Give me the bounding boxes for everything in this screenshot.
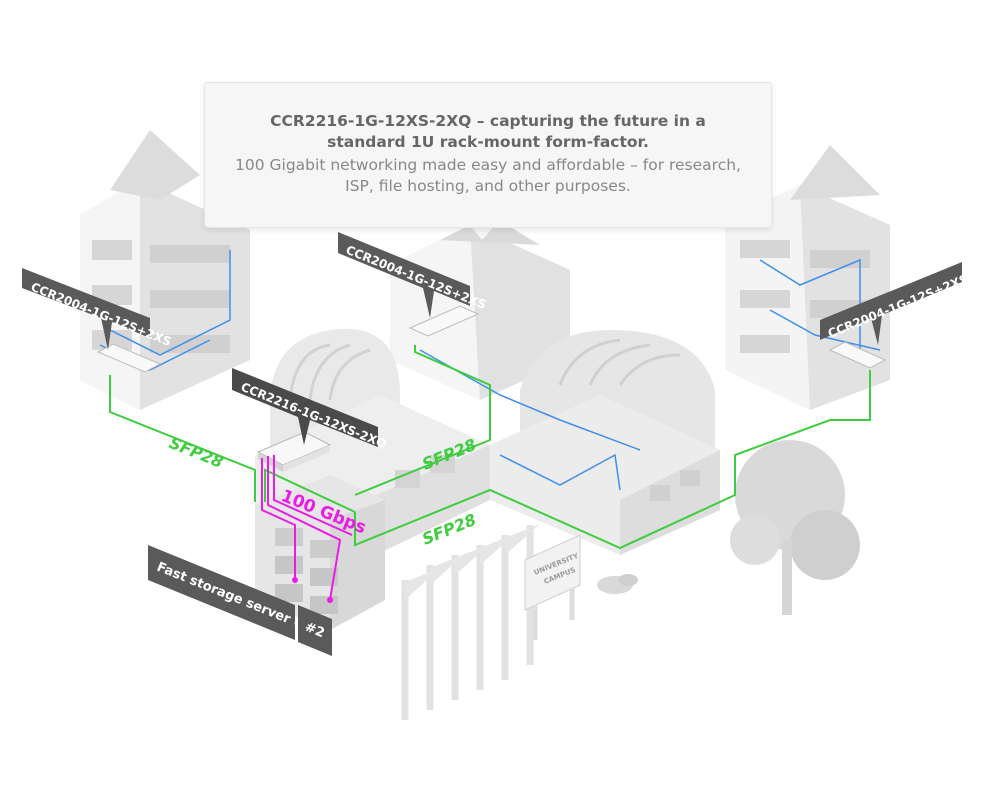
- info-title: CCR2216-1G-12XS-2XQ – capturing the futu…: [270, 112, 706, 151]
- sfp28-label-left: SFP28: [167, 433, 226, 472]
- sfp28-links: [109, 345, 871, 550]
- right-building: [725, 145, 890, 410]
- info-subtitle: 100 Gigabit networking made easy and aff…: [235, 156, 741, 195]
- info-callout: CCR2216-1G-12XS-2XQ – capturing the futu…: [204, 82, 772, 228]
- campus-sign: UNIVERSITY CAMPUS: [524, 534, 581, 640]
- info-box-pointer: [470, 225, 495, 240]
- storage-server-2-label: #2: [303, 620, 327, 641]
- qsfp-100g-links: [261, 455, 353, 603]
- tree: [730, 440, 860, 615]
- rocks: [597, 574, 638, 594]
- left-building: [80, 130, 250, 410]
- main-router-device: [256, 431, 332, 472]
- label-storage-2: #2: [298, 605, 332, 656]
- flag-pennants: [405, 524, 540, 600]
